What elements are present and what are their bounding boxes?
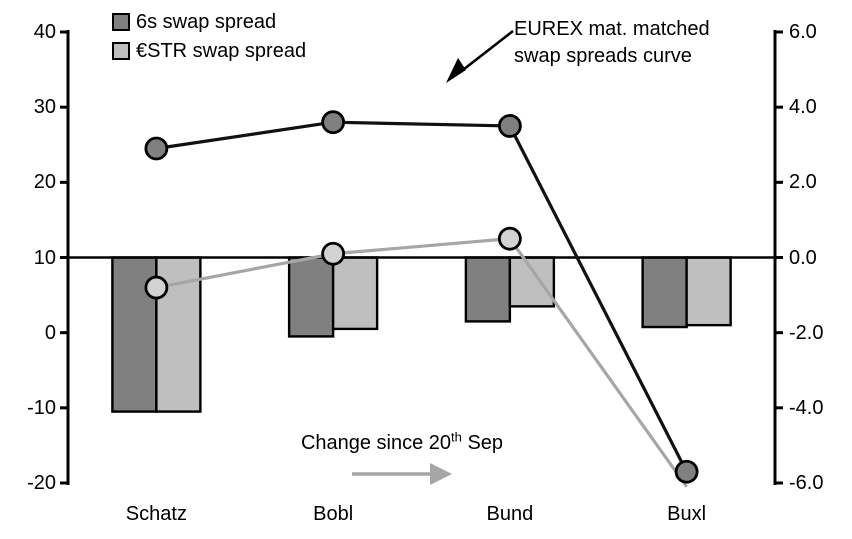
left-axis-label-20: 20: [33, 171, 56, 194]
right-axis-label--6.0: -6.0: [789, 472, 824, 494]
bar-str-swap-spread-bund: [508, 256, 556, 308]
bar-str-swap-spread-buxl: [685, 256, 732, 327]
left-axis-label-10: 10: [33, 246, 56, 269]
change-annotation-arrowhead: [430, 463, 452, 485]
marker-eurex-mat-matched-swap-spreads-curve-6s-buxl: [674, 459, 699, 484]
bar-str-swap-spread-bobl: [331, 256, 379, 331]
bar-6s-swap-spread-bund: [464, 256, 512, 323]
axes-group: [60, 30, 783, 485]
right-axis-label-2.0: 2.0: [789, 171, 817, 194]
eurex-curve-annotation: EUREX mat. matched swap spreads curve: [514, 16, 710, 70]
legend-swatch-icon: [112, 42, 130, 60]
eurex-annotation-arrowhead: [446, 58, 466, 83]
marker-str-swap-spreads-curve-bund: [497, 226, 522, 251]
line-eurex-mat-matched-swap-spreads-curve-6s: [156, 120, 689, 473]
right-axis-label-4.0: 4.0: [789, 96, 817, 119]
left-axis-label-40: 40: [33, 21, 56, 43]
annotation-arrows-group: [352, 29, 514, 485]
legend-item-str-swap-spread: €STR swap spread: [112, 39, 307, 62]
change-annotation-sup: th: [451, 429, 462, 445]
left-axis-label--10: -10: [27, 396, 56, 419]
category-label-bobl: Bobl: [313, 503, 354, 525]
legend-item-6s-swap-spread: 6s swap spread: [112, 10, 306, 33]
left-axis-label--20: -20: [27, 472, 56, 494]
right-axis-label--2.0: -2.0: [789, 321, 824, 344]
marker-group: [144, 110, 699, 484]
category-label-buxl: Buxl: [667, 503, 707, 525]
legend-swatch-icon: [112, 13, 130, 31]
marker-eurex-mat-matched-swap-spreads-curve-6s-bobl: [321, 110, 346, 135]
right-axis-label-6.0: 6.0: [789, 21, 817, 43]
bar-6s-swap-spread-bobl: [287, 256, 335, 338]
line-series-group: [156, 120, 689, 488]
eurex-curve-annotation-line1: EUREX mat. matched: [514, 18, 710, 40]
legend: 6s swap spread €STR swap spread: [112, 10, 307, 70]
change-annotation-post: Sep: [461, 432, 504, 454]
marker-eurex-mat-matched-swap-spreads-curve-6s-schatz: [144, 136, 169, 161]
marker-str-swap-spreads-curve-schatz: [144, 275, 169, 300]
left-axis-label-0: 0: [44, 321, 56, 344]
line-str-swap-spreads-curve: [156, 237, 688, 488]
eurex-curve-annotation-line2: swap spreads curve: [514, 45, 692, 67]
eurex-annotation-arrow-shaft: [458, 29, 514, 75]
change-annotation-pre: Change since 20: [300, 432, 452, 454]
right-axis-label--4.0: -4.0: [789, 396, 824, 419]
bar-6s-swap-spread-buxl: [641, 256, 688, 329]
change-since-annotation: Change since 20th Sep: [270, 429, 534, 455]
marker-str-swap-spreads-curve-bobl: [321, 241, 346, 266]
right-axis-label-0.0: 0.0: [789, 246, 817, 269]
marker-eurex-mat-matched-swap-spreads-curve-6s-bund: [497, 114, 522, 138]
left-axis-label-30: 30: [33, 96, 56, 119]
legend-label: €STR swap spread: [136, 39, 307, 62]
bars-group: [111, 256, 732, 413]
category-label-schatz: Schatz: [125, 503, 187, 525]
legend-label: 6s swap spread: [136, 10, 277, 33]
category-label-bund: Bund: [486, 503, 534, 525]
